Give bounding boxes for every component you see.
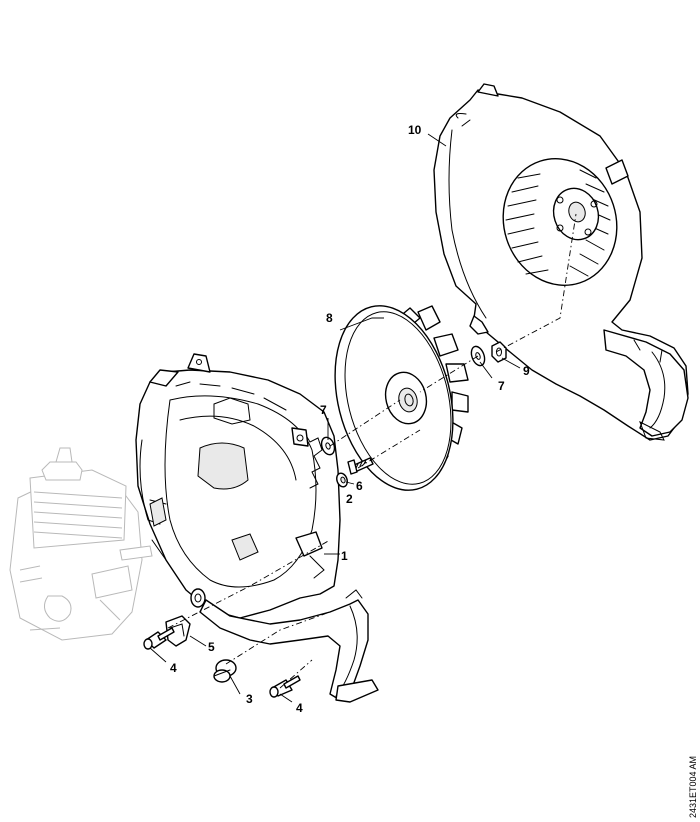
callout-9: 9 (523, 364, 530, 378)
assembly-axis-lines (167, 213, 577, 689)
callout-7-right: 7 (498, 379, 505, 393)
part-3-plug (213, 659, 237, 683)
part-5-bracket (165, 615, 191, 647)
part-10-rear-blower-housing (433, 83, 689, 441)
callout-labels: 1 2 3 4 4 5 6 7 7 8 9 10 (170, 123, 530, 715)
callout-3: 3 (246, 692, 253, 706)
callout-8: 8 (326, 311, 333, 325)
callout-7-left: 7 (320, 403, 327, 417)
part-1-fan-housing (135, 353, 379, 703)
part-4-screw-right (269, 675, 301, 698)
callout-4-right: 4 (296, 701, 303, 715)
leader-lines (149, 133, 521, 703)
part-8-impeller (334, 305, 469, 491)
reference-code: 2431ET004 AM (688, 756, 698, 818)
callout-6: 6 (356, 479, 363, 493)
part-9-hex-nut (491, 341, 507, 363)
part-2-grommet (336, 472, 348, 488)
callout-4-left: 4 (170, 661, 177, 675)
callout-5: 5 (208, 640, 215, 654)
part-4-screw-left (143, 627, 175, 650)
callout-10: 10 (408, 123, 422, 137)
callout-2: 2 (346, 492, 353, 506)
callout-1: 1 (341, 549, 348, 563)
engine-assembly-ghost (9, 447, 153, 641)
